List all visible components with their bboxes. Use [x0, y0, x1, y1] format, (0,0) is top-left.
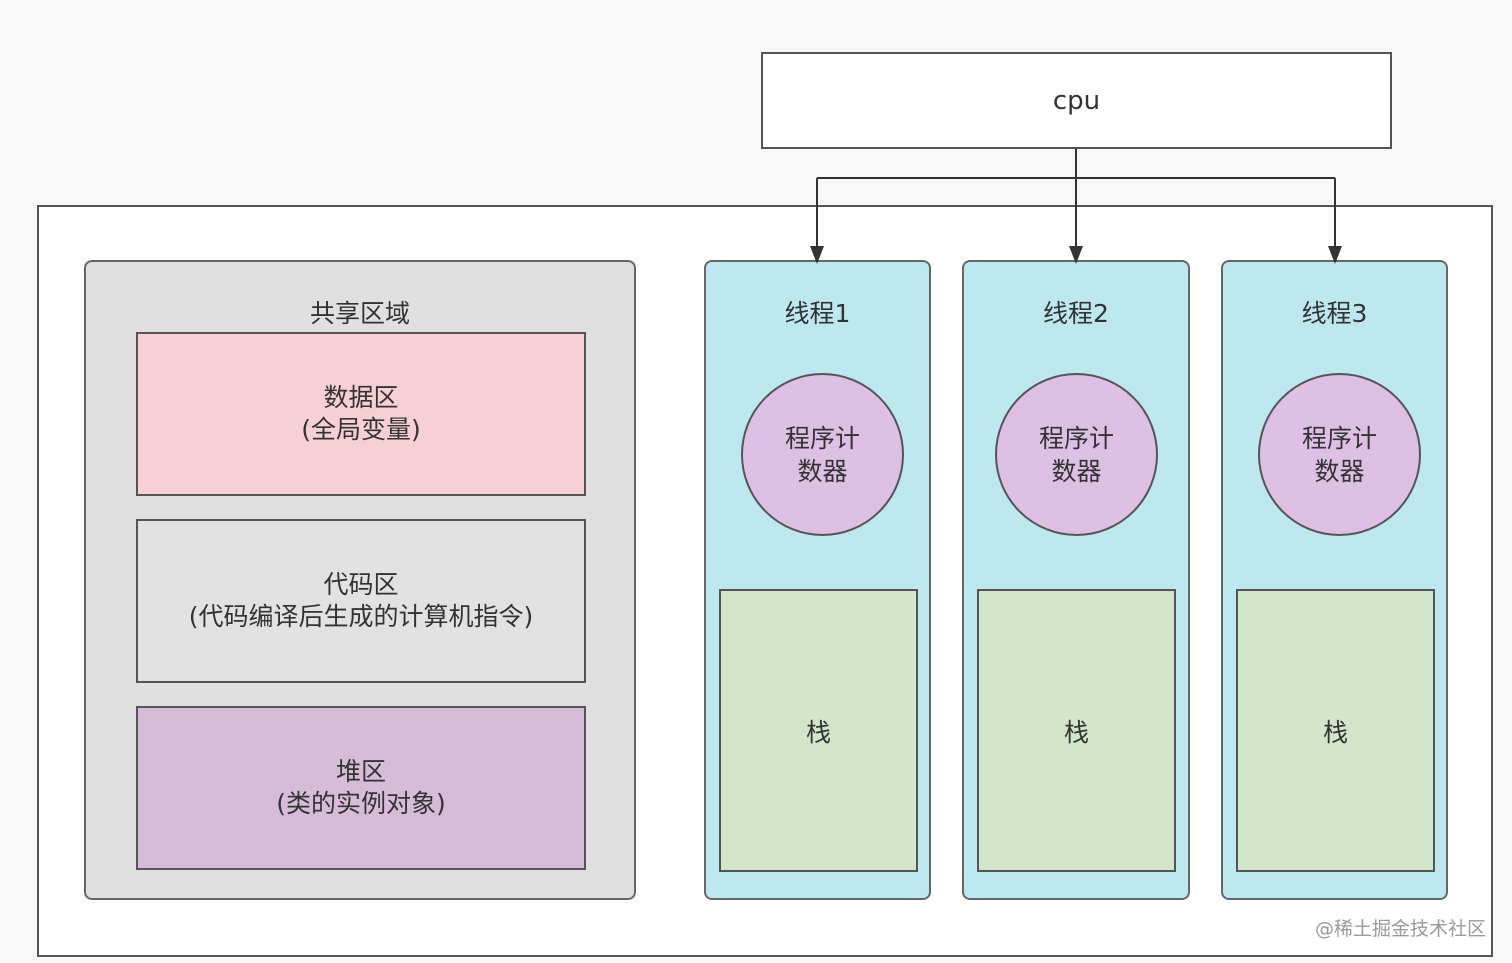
thread-2-program-counter: 程序计 数器	[995, 373, 1158, 536]
thread-2-title: 线程2	[1043, 299, 1109, 328]
thread-2: 线程2 程序计 数器 栈	[962, 260, 1190, 900]
shared-region-title: 共享区域	[309, 299, 410, 328]
thread-1: 线程1 程序计 数器 栈	[704, 260, 931, 900]
thread-3: 线程3 程序计 数器 栈	[1221, 260, 1448, 900]
thread-2-stack-label: 栈	[1063, 717, 1089, 747]
thread-1-stack-label: 栈	[805, 717, 831, 747]
thread-1-program-counter: 程序计 数器	[741, 373, 904, 536]
thread-3-pc-line1: 程序计	[1301, 423, 1377, 453]
heap-segment-title: 堆区	[335, 757, 386, 786]
code-segment: 代码区 (代码编译后生成的计算机指令)	[136, 519, 586, 683]
thread-1-title: 线程1	[784, 299, 851, 328]
thread-1-pc-line1: 程序计	[784, 423, 860, 453]
code-segment-note: (代码编译后生成的计算机指令)	[188, 602, 534, 631]
thread-3-stack-label: 栈	[1322, 717, 1348, 747]
cpu-label: cpu	[1052, 85, 1101, 116]
heap-segment: 堆区 (类的实例对象)	[136, 706, 586, 870]
watermark-text: @稀土掘金技术社区	[1314, 918, 1486, 940]
thread-2-stack: 栈	[977, 589, 1176, 872]
thread-1-pc-line2: 数器	[797, 456, 848, 486]
thread-3-program-counter: 程序计 数器	[1258, 373, 1421, 536]
thread-3-title: 线程3	[1301, 299, 1368, 328]
thread-1-stack: 栈	[719, 589, 918, 872]
data-segment-note: (全局变量)	[301, 415, 421, 444]
thread-3-stack: 栈	[1236, 589, 1435, 872]
cpu-box: cpu	[761, 52, 1392, 149]
thread-3-pc-line2: 数器	[1314, 456, 1365, 486]
thread-2-pc-line1: 程序计	[1038, 423, 1114, 453]
thread-2-pc-line2: 数器	[1051, 456, 1102, 486]
code-segment-title: 代码区	[323, 570, 399, 599]
heap-segment-note: (类的实例对象)	[276, 789, 446, 818]
shared-region: 共享区域 数据区 (全局变量) 代码区 (代码编译后生成的计算机指令) 堆区 (…	[84, 260, 636, 900]
data-segment: 数据区 (全局变量)	[136, 332, 586, 496]
data-segment-title: 数据区	[323, 383, 399, 412]
